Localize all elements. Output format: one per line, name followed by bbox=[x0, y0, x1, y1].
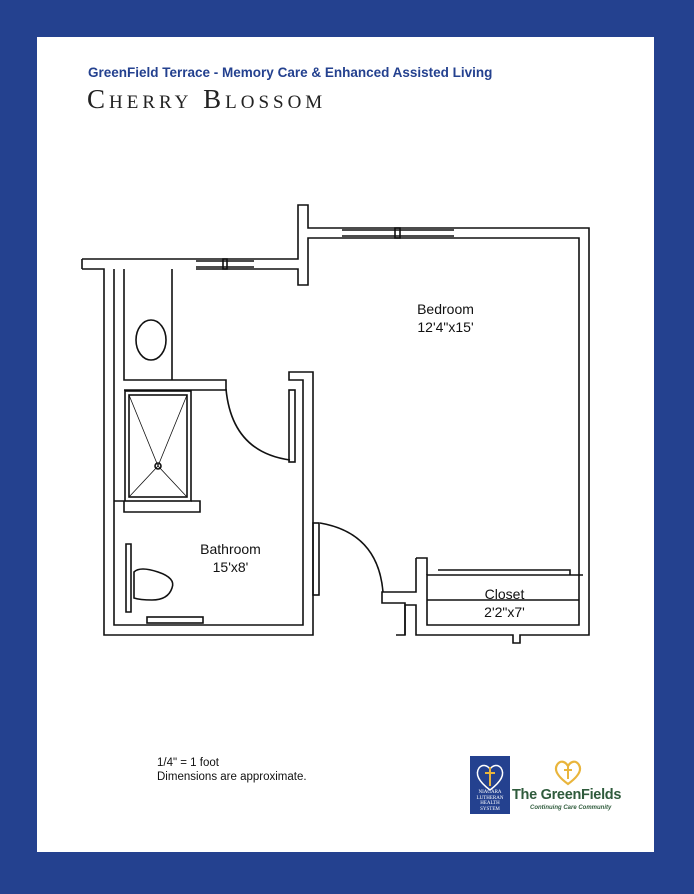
bath-window-wall bbox=[196, 258, 254, 270]
niagara-lutheran-text: NIAGARA LUTHERAN HEALTH SYSTEM bbox=[476, 790, 504, 812]
scale-text: 1/4" = 1 foot bbox=[157, 757, 219, 769]
bath-window-mullion bbox=[222, 258, 228, 270]
bathroom-door-leaf bbox=[288, 389, 296, 463]
entry-door-arc bbox=[319, 522, 384, 593]
community-subtitle: GreenField Terrace - Memory Care & Enhan… bbox=[88, 65, 493, 80]
greenfields-tagline: Continuing Care Community bbox=[530, 805, 612, 811]
upper-wall bbox=[254, 204, 342, 286]
bedroom-window bbox=[342, 227, 454, 239]
closet-wall bbox=[381, 557, 579, 635]
bathroom-label: Bathroom 15'x8' bbox=[188, 540, 273, 576]
niagara-lutheran-logo: NIAGARA LUTHERAN HEALTH SYSTEM bbox=[470, 756, 510, 814]
shower-inner bbox=[128, 394, 188, 498]
scale-note: 1/4" = 1 foot Dimensions are approximate… bbox=[157, 756, 307, 784]
interior-wall bbox=[288, 371, 314, 520]
closet-size: 2'2"x7' bbox=[484, 604, 525, 620]
grab-bar bbox=[146, 616, 204, 624]
heart-cross-icon bbox=[476, 764, 504, 791]
greenfields-heart-icon bbox=[554, 760, 582, 786]
floor-plan-sheet bbox=[37, 37, 654, 852]
bathroom-size: 15'x8' bbox=[212, 559, 249, 575]
bathroom-name: Bathroom bbox=[200, 541, 261, 557]
shower-drain bbox=[154, 462, 162, 470]
shower-wall bbox=[114, 500, 201, 513]
closet-name: Closet bbox=[484, 586, 525, 602]
vanity-partition bbox=[123, 269, 227, 391]
bedroom-label: Bedroom 12'4"x15' bbox=[403, 300, 488, 336]
toilet-bowl bbox=[133, 568, 174, 601]
bathroom-door-arc bbox=[225, 388, 291, 461]
bedroom-size: 12'4"x15' bbox=[417, 319, 474, 335]
sink bbox=[135, 319, 167, 361]
floor-plan-title: Cherry Blossom bbox=[87, 84, 327, 114]
entry-door-leaf bbox=[312, 522, 320, 596]
bedroom-name: Bedroom bbox=[417, 301, 474, 317]
toilet-tank bbox=[125, 543, 132, 613]
shower bbox=[124, 390, 192, 502]
shower-drain-lines bbox=[128, 394, 188, 498]
closet-label: Closet 2'2"x7' bbox=[462, 585, 547, 621]
disclaimer-text: Dimensions are approximate. bbox=[157, 771, 307, 783]
greenfields-name: The GreenFields bbox=[512, 787, 622, 803]
bedroom-window-mullion bbox=[394, 227, 401, 239]
outer-wall bbox=[81, 258, 314, 636]
bedroom-wall bbox=[396, 227, 590, 644]
